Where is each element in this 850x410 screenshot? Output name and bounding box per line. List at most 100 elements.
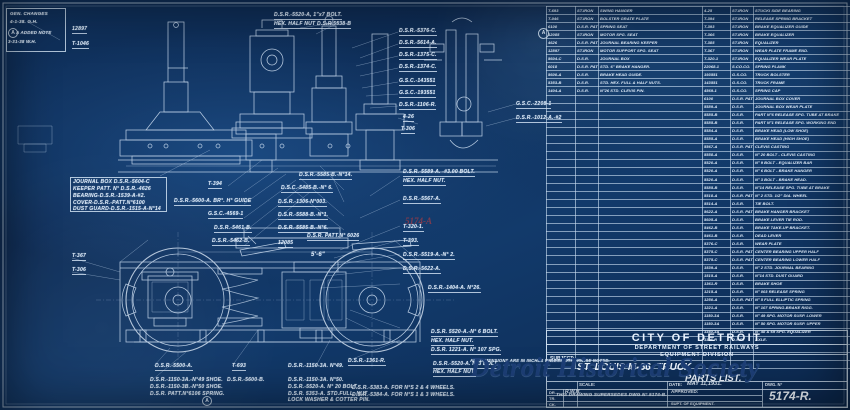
city-name: CITY OF DETROIT [631,332,763,344]
cell-material-left [575,319,599,329]
cell-description-left: STD. 6" BRAKE HANGER. [598,62,703,72]
tb-vline-1 [563,389,564,407]
cell-description-left [598,263,703,273]
cell-material-right: D.S.R. [730,110,754,120]
cell-part-right: 1250-A [702,295,731,305]
callout-mc-5: D.S.R.-5585-B.-N°6. [278,225,329,233]
callout-ml-3: D.S.R.-5461-B. [214,225,252,233]
callout-ur-4: D.S.R.-1374-C. [399,64,437,72]
cell-part-right: 5462-B [702,223,731,233]
cell-part-left: 5353-B [546,78,576,88]
cell-material-left [575,207,599,217]
cell-description-left [598,158,703,168]
cell-part-right: 1221-A [702,303,731,313]
callout-bc-2: D.S.R.-5600-B. [227,377,265,383]
cell-material-right: G.S.CO. [730,78,754,88]
cell-description-right: DEAD LEVER [753,231,850,241]
cell-material-left [575,295,599,305]
cell-description-right: BRAKE EQUALIZER [753,30,850,40]
cell-part-left: 5604-C [546,54,576,64]
cell-description-left [598,174,703,185]
cell-description-left [598,102,703,112]
cell-description-right: TRUCK BOLSTER [753,70,850,80]
revision-circle-a: A [8,28,18,38]
cell-part-left [546,223,576,233]
cell-part-right: 5567-A [702,142,731,152]
cell-material-left [575,126,599,136]
cell-part-left [546,166,576,176]
jbn-5: DUST GUARD-D.S.R.-1515-A-N°14 [73,206,161,212]
cell-material-left: D.S.R. [575,78,599,88]
cell-material-left [575,150,599,160]
cell-part-right: 22068-1 [702,62,731,72]
tb-vline-2 [577,381,578,407]
callout-rm-4: T-320-1. [403,224,424,232]
cell-description-left [598,231,703,241]
callout-ur-9: T-306 [401,126,416,134]
cell-material-right: ST.IRON [730,54,754,64]
cell-description-right: SPRING PLANK [753,62,850,72]
cell-material-right: D.S.R. PATT. N° [730,191,754,201]
table-row [546,360,850,370]
cell-part-right: 1150-3A [702,319,731,329]
label-t394: T-394 [208,181,223,189]
callout-lr-5: HEX. HALF NUT. [433,369,476,377]
callout-top-center-1: D.S.R.-5520-A, 1"x7 BOLT. [274,12,343,20]
callout-bl-3: D.S.R.-1150-3B.-N°50 SHOE. [150,384,223,390]
dimension-5-6: 5'-6" [311,252,325,258]
callout-ur-3: D.S.R.-1375-C. [399,52,437,60]
cell-material-left [575,174,599,185]
tb-divider-1 [547,331,847,345]
cell-part-left [546,263,576,273]
cell-material-right: ST.IRON [730,38,754,48]
cell-part-right: T-385 [702,38,731,48]
callout-rm-3: D.S.R.-5567-A. [403,196,441,204]
cell-description-left [598,134,703,144]
division-name: EQUIPMENT DIVISION [660,352,734,358]
callout-mc-4: D.S.R.-5588-B.-N°1. [278,212,329,220]
cell-part-left: T-693 [546,5,576,16]
cell-part-right: 1215-A [702,287,731,297]
cell-part-right: 6100 [702,94,731,104]
cell-description-left: N°26 STD. CLEVIS PIN. [598,86,703,96]
revision-block [6,8,66,52]
cell-material-left [575,231,599,241]
cell-part-right: 5518-A [702,191,731,201]
cell-part-left [546,247,576,257]
cell-description-right: EQUALIZER [753,38,850,48]
cell-part-left [546,142,576,152]
cell-description-left [598,118,703,128]
cell-material-right: D.S.R. PATT. N° [730,247,754,257]
cell-material-right: D.S.R. [730,271,754,281]
callout-lr-3: D.S.R. 1221-A. N° 107 SPG. [431,347,502,355]
cell-description-left [598,110,703,120]
cell-material-right: D.S.R. [730,126,754,136]
callout-rm-8: D.S.R.-1404-A. N°26. [428,285,482,293]
cell-description-right: BRAKE HEAD (LOW SHOE) [753,126,850,136]
red-annotation: 5174-A [405,216,432,226]
ref-12897: 12897 [72,26,88,34]
revision-line-4: 3-31-38 W.H. [8,39,37,44]
cell-material-right: D.S.R. [730,263,754,273]
cell-material-left [575,247,599,257]
cell-material-left: ST.IRON [575,30,599,40]
cell-description-left [598,295,703,305]
cell-description-right: N°14 STD. DUST GUARD [753,271,850,281]
tb-vline-4 [762,381,763,407]
cell-material-left: D.S.R. PATT. N° [575,62,599,72]
